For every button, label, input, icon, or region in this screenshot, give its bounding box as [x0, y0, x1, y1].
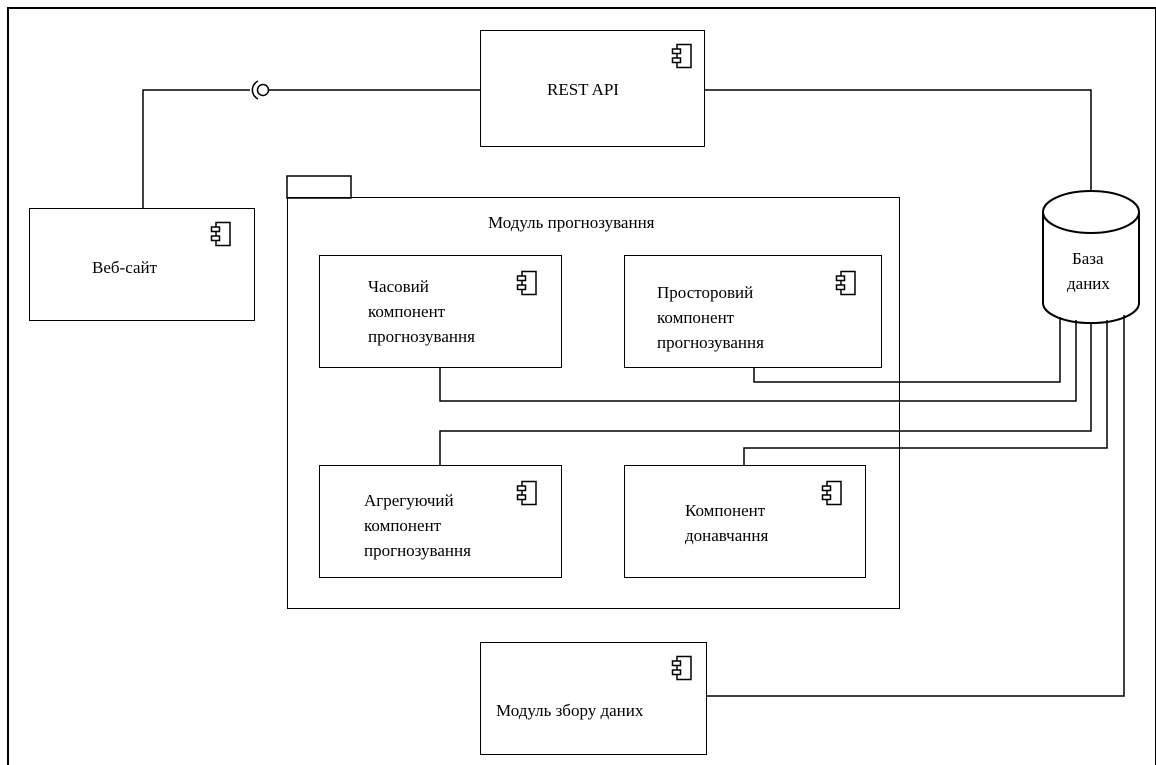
website-label: Веб-сайт: [92, 258, 158, 277]
retraining-label-line2: донавчання: [685, 526, 769, 545]
component-icon: [516, 480, 537, 506]
temporal-to-database-line: [439, 320, 1077, 402]
database-label-line1: База: [1072, 249, 1104, 268]
rest-api-label: REST API: [547, 80, 619, 99]
aggregating-label-line2: компонент: [364, 516, 442, 535]
temporal-label-line2: компонент: [368, 302, 446, 321]
retraining-component: Компонент донавчання: [624, 465, 866, 578]
aggregating-label-line1: Агрегуючий: [364, 491, 454, 510]
spatial-forecast-component: Просторовий компонент прогнозування: [624, 255, 882, 368]
aggregating-forecast-component: Агрегуючий компонент прогнозування: [319, 465, 562, 578]
website-to-interface-line: [142, 89, 250, 208]
temporal-label-line3: прогнозування: [368, 327, 475, 346]
diagram-frame: [7, 7, 1156, 765]
forecast-module-package: Модуль прогнозування: [287, 197, 900, 609]
rest-api-component: REST API: [480, 30, 705, 147]
temporal-label-line1: Часовий: [368, 277, 429, 296]
required-interface-icon: [251, 80, 270, 100]
rest-api-to-database-line: [705, 89, 1092, 190]
retraining-label-line1: Компонент: [685, 501, 766, 520]
component-icon: [210, 221, 231, 247]
temporal-forecast-component: Часовий компонент прогнозування: [319, 255, 562, 368]
spatial-label-line2: компонент: [657, 308, 735, 327]
package-tab: [286, 175, 352, 199]
data-collection-component: Модуль збору даних: [480, 642, 707, 755]
data-collection-label: Модуль збору даних: [496, 701, 644, 720]
website-component: Веб-сайт: [29, 208, 255, 321]
spatial-label-line3: прогнозування: [657, 333, 764, 352]
spatial-to-database-line: [753, 317, 1061, 383]
component-icon: [821, 480, 842, 506]
aggregating-label-line3: прогнозування: [364, 541, 471, 560]
component-icon: [516, 270, 537, 296]
component-icon: [835, 270, 856, 296]
database-cylinder: [1042, 190, 1140, 324]
aggregating-to-database-line: [439, 322, 1092, 465]
forecast-module-title: Модуль прогнозування: [488, 213, 655, 232]
collector-to-database-line: [707, 315, 1125, 697]
spatial-label-line1: Просторовий: [657, 283, 754, 302]
retraining-to-database-line: [743, 320, 1108, 465]
component-icon: [671, 655, 692, 681]
component-icon: [671, 43, 692, 69]
database-label-line2: даних: [1067, 274, 1110, 293]
